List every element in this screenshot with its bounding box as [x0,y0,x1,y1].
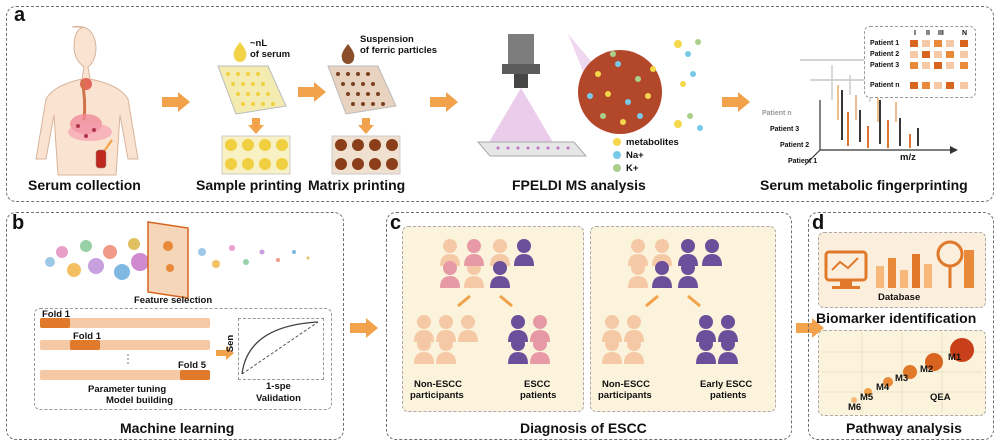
ml-workflow-box [34,308,332,410]
panel-b [6,212,344,440]
panel-b-label: b [12,212,25,234]
non-escc-right-line1: Non-ESCC [602,379,651,390]
arrow-down-icon [358,118,374,134]
table-row-label: Patient n [870,82,900,89]
arrow-right-icon [430,92,458,112]
panel-d-label: d [812,212,825,234]
arrow-down-icon [248,118,264,134]
database-label: Database [878,292,921,303]
module-m5: M5 [860,392,874,403]
fold-1-label-b: Fold 1 [73,331,101,342]
module-m6: M6 [848,402,862,413]
cross-validation-bars [40,318,210,380]
matrix-printing-label: Matrix printing [308,177,406,193]
early-escc-label-line2: patients [710,390,747,401]
spectrum-patient-1: Patient 1 [788,158,818,165]
sample-plate [217,65,287,115]
laser-instrument-illustration [476,34,703,157]
pathway-caption: Pathway analysis [846,420,962,436]
qea-label: QEA [930,392,951,403]
metabolite-legend-dots [613,138,621,172]
param-tuning-label: Parameter tuning [88,384,167,395]
table-row-label: Patient 2 [870,51,900,58]
nl-label-line2: of serum [250,49,291,60]
arrow-right-icon [298,82,326,102]
spectrum-patient-3: Patient 3 [770,126,800,133]
arrow-right-icon [216,346,234,360]
table-row-label: Patient 3 [870,62,900,69]
module-m1: M1 [948,352,962,363]
matrix-wells-grid [331,135,401,175]
arrow-right-icon [162,92,190,112]
arrow-right-icon [722,92,750,112]
legend-k: K+ [626,163,639,174]
legend-na: Na+ [626,150,644,161]
panel-d [808,212,994,440]
suspension-label-line1: Suspension [360,34,414,45]
people-groups-right [602,239,738,364]
arrow-right-icon [796,318,824,338]
table-col-header: III [938,30,944,37]
human-figure-illustration [35,25,139,176]
ferric-droplet-icon [341,44,355,64]
fold-1-label: Fold 1 [42,309,70,320]
machine-learning-caption: Machine learning [120,420,235,436]
model-building-label: Model building [106,395,174,406]
module-m3: M3 [895,373,909,384]
table-col-header: N [962,30,968,37]
legend-metabolites: metabolites [626,137,679,148]
serum-wells-grid [221,135,291,175]
nl-label-line1: ~nL [250,38,268,49]
early-escc-label-line1: Early ESCC [700,379,753,390]
panel-c-label: c [390,212,402,234]
escc-label-line1: ESCC [524,379,551,390]
mass-spectra-stack [800,59,958,166]
fold-5-label: Fold 5 [178,360,206,371]
non-escc-right-line2: participants [598,390,652,401]
feature-selection-label: Feature selection [134,295,213,306]
non-escc-label-line2: participants [410,390,464,401]
fingerprint-table [864,26,976,98]
serum-collection-label: Serum collection [28,177,141,193]
pathway-bubble-plot [822,332,982,412]
biomarker-label: Biomarker identification [816,310,977,326]
table-col-header: II [926,30,930,37]
table-row-label: Patient 1 [870,40,900,47]
roc-curve [241,321,319,375]
database-illustration [824,240,974,289]
diagnosis-caption: Diagnosis of ESCC [520,420,647,436]
roc-spe-label: 1-spe [266,381,291,392]
roc-box [238,318,324,380]
feature-selection-illustration [45,221,310,299]
mz-axis-label: m/z [900,152,916,163]
module-m2: M2 [920,364,934,375]
panel-a-label: a [14,4,26,26]
panel-a [6,6,994,202]
roc-sen-label: Sen [225,334,237,353]
fingerprinting-label: Serum metabolic fingerprinting [760,177,968,193]
validation-label: Validation [256,393,301,404]
matrix-plate [327,65,397,115]
table-col-header: I [914,30,916,37]
escc-label-line2: patients [520,390,557,401]
sample-printing-label: Sample printing [196,177,302,193]
people-groups-left [414,239,550,364]
fingerprint-heat-cells [910,40,968,89]
fpeldi-label: FPELDI MS analysis [512,177,646,193]
arrow-right-icon [350,318,378,338]
spectrum-patient-n: Patient n [762,110,792,117]
non-escc-label-line1: Non-ESCC [414,379,463,390]
suspension-label-line2: of ferric particles [360,45,438,56]
panel-c [386,212,792,440]
spectrum-patient-2: Patient 2 [780,142,810,149]
module-m4: M4 [876,382,890,393]
serum-droplet-icon [233,42,247,62]
